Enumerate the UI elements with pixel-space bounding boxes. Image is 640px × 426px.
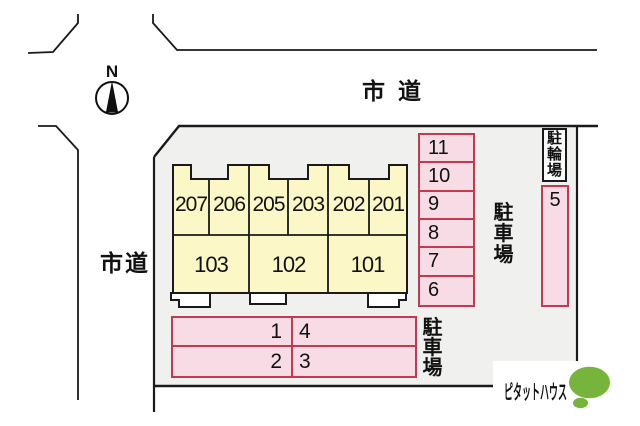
building-outline <box>172 164 408 294</box>
compass-north-label: N <box>105 62 119 81</box>
parking-area-label-right: 駐車場 <box>493 202 514 266</box>
unit-label-102: 102 <box>271 251 307 277</box>
bicycle-parking-label: 駐輪場 <box>546 130 562 179</box>
logo-text: ピタットハウス <box>504 382 567 404</box>
parking-space-4: 4 <box>293 318 415 347</box>
logo-green-blob-icon <box>569 366 610 409</box>
unit-label-205: 205 <box>252 193 285 216</box>
parking-space-8: 8 <box>420 220 473 249</box>
logo-box: ピタットハウス <box>493 361 640 426</box>
parking-space-3: 3 <box>299 349 311 373</box>
unit-label-203: 203 <box>291 193 325 216</box>
unit-label-202: 202 <box>332 193 365 216</box>
compass-needle-icon <box>106 81 118 112</box>
road-label-top: 市道 <box>362 78 434 104</box>
parking-space-7: 7 <box>420 248 473 277</box>
parking-space-1: 1 <box>173 318 293 347</box>
unit-label-103: 103 <box>194 251 229 277</box>
parking-area-label-bottom: 駐車場 <box>422 317 443 379</box>
parking-space-11: 11 <box>420 135 473 164</box>
road-label-left: 市道 <box>100 250 150 276</box>
parking-space-6: 6 <box>428 279 440 302</box>
parking-space-9: 9 <box>420 192 473 220</box>
road-edge-top-right <box>152 14 597 51</box>
road-edge-bottom-left <box>38 125 79 400</box>
parking-space-5: 5 <box>541 185 569 307</box>
building-unit-dividers <box>173 165 407 293</box>
unit-label-101: 101 <box>350 251 386 277</box>
parking-bottom-block: 1 4 2 3 <box>171 316 417 378</box>
unit-label-207: 207 <box>174 193 208 216</box>
parking-space-10: 10 <box>420 163 473 192</box>
unit-label-206: 206 <box>212 193 246 216</box>
parking-column: 11 10 9 8 7 6 <box>418 133 475 307</box>
road-edge-top-left <box>27 14 79 54</box>
parking-space-2: 2 <box>173 347 293 376</box>
plot-boundary-top <box>153 124 598 158</box>
bicycle-parking-label-box: 駐輪場 <box>542 128 567 182</box>
unit-label-201: 201 <box>371 193 405 216</box>
building-entrance-porches <box>170 292 407 308</box>
